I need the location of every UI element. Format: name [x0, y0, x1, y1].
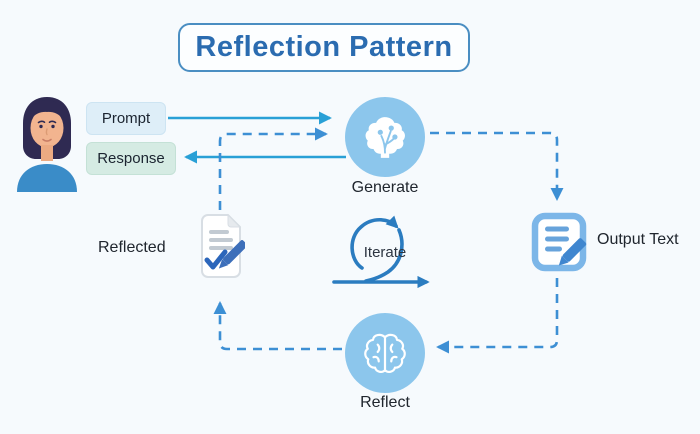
- document-pencil-icon: [531, 212, 587, 272]
- response-label: Response: [97, 150, 165, 167]
- diagram-title-text: Reflection Pattern: [195, 31, 453, 63]
- arrow-reflected-to-generate: [218, 127, 328, 210]
- brain-icon: [364, 333, 406, 373]
- ai-brain-icon: [365, 117, 405, 158]
- prompt-tag: Prompt: [86, 102, 166, 135]
- diagram-title: Reflection Pattern: [178, 23, 470, 72]
- document-check-pencil-icon: [201, 213, 245, 278]
- arrow-reflect-to-reflected: [213, 301, 342, 351]
- prompt-label: Prompt: [101, 110, 151, 127]
- response-tag: Response: [86, 142, 176, 175]
- arrow-generate-to-output: [430, 131, 564, 201]
- iterate-loop-arrow-icon: [332, 215, 430, 289]
- generate-node: [345, 97, 425, 177]
- reflect-node: [345, 313, 425, 393]
- reflect-label: Reflect: [360, 394, 410, 411]
- iterate-label: Iterate: [363, 244, 407, 261]
- user-avatar-icon: [17, 97, 77, 192]
- generate-label: Generate: [351, 179, 419, 196]
- reflected-label: Reflected: [98, 239, 166, 256]
- arrow-output-to-reflect: [436, 278, 559, 354]
- output-text-label: Output Text: [597, 231, 679, 248]
